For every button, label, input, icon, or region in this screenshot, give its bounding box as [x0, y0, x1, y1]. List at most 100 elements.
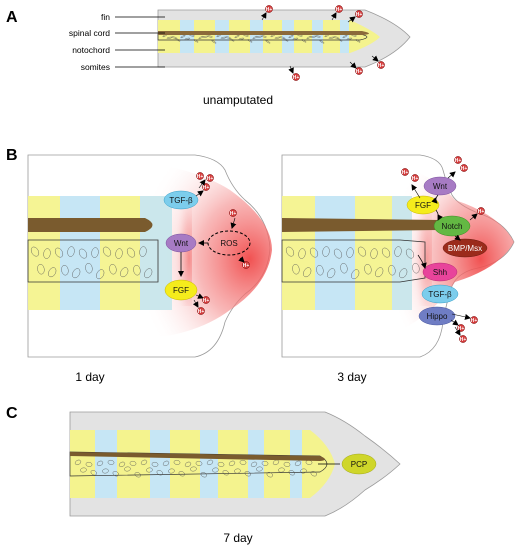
panel-b-letter: B	[6, 147, 18, 164]
fgf-oval-1	[164, 279, 198, 301]
label-spinal-cord: spinal cord	[69, 28, 110, 38]
somite-band	[180, 20, 194, 53]
notochord-cell	[272, 459, 280, 466]
notochord-cell	[107, 460, 115, 465]
notochord-cell	[102, 246, 112, 257]
notochord-cell	[346, 37, 353, 40]
tgfb-label-1: TGF-β	[169, 196, 193, 205]
notochord-cell	[346, 247, 354, 258]
notochord-cell	[102, 468, 109, 474]
h-ions-a	[260, 4, 386, 82]
notochord-cell	[175, 38, 181, 42]
caption-unamputated: unamputated	[203, 93, 273, 107]
notochord-cell	[200, 472, 207, 478]
notochord-cell	[234, 34, 240, 39]
notochord-cell	[109, 264, 117, 275]
notochord-cell	[285, 246, 295, 257]
notochord-cell	[301, 39, 307, 43]
notochord-cell	[168, 468, 175, 474]
notochord-cell	[228, 460, 236, 467]
notochord-cell	[91, 247, 99, 258]
notochord-cell	[180, 34, 186, 39]
fgf-label-3: FGF	[415, 201, 431, 210]
notochord-cells-1-day	[30, 246, 153, 280]
fin-1-day	[27, 154, 272, 358]
notochord-cell	[48, 267, 57, 278]
notochord-cell	[340, 263, 348, 274]
shh-label: Shh	[433, 268, 447, 277]
caption-3-day: 3 day	[337, 370, 366, 384]
notochord-cell	[315, 35, 321, 38]
notochord-cell	[342, 34, 348, 39]
notochord-cell	[206, 459, 214, 466]
caption-7-day: 7 day	[223, 531, 252, 545]
notochord-cell	[316, 265, 324, 276]
notochord-cell	[239, 460, 247, 465]
notochord-cell	[37, 264, 45, 275]
hippo-oval	[418, 306, 456, 326]
notochord-cell	[124, 466, 131, 472]
notch-label: Notch	[442, 222, 463, 231]
tgfb-oval-1	[163, 190, 199, 210]
panel-a: A fin spinal cord notochord somites	[6, 4, 411, 107]
notochord-cell	[337, 38, 343, 42]
somite-band	[282, 20, 294, 53]
notochord-cell	[217, 462, 225, 467]
notochord-cell	[278, 467, 285, 473]
signaling-3-day: Wnt FGF Notch BMP/Msx Shh TGF-β Hippo	[400, 155, 488, 344]
notochord-cell	[288, 34, 294, 39]
wnt-label-1: Wnt	[174, 239, 189, 248]
fgf-oval-3	[406, 195, 440, 215]
notochord-cells-3-day	[285, 246, 420, 280]
notochord-cell	[54, 247, 64, 258]
notochord-cell	[146, 467, 153, 473]
notochord-cells	[162, 33, 361, 44]
shh-oval	[422, 262, 458, 282]
notochord-cells-7-day	[74, 459, 317, 478]
notochord-cell	[190, 466, 197, 472]
notochord-cell	[43, 248, 51, 259]
notochord-cell	[327, 268, 336, 279]
hippo-label: Hippo	[427, 312, 448, 321]
notochord-cell	[120, 267, 129, 278]
notochord-cell	[173, 460, 181, 465]
notochord-cell	[375, 267, 384, 278]
notochord-cell	[303, 267, 312, 278]
notochord-cell	[256, 466, 263, 472]
panel-b: B TGF-β Wnt ROS FGF	[6, 147, 515, 384]
wnt-label-3: Wnt	[433, 182, 448, 191]
notochord-cell	[322, 246, 330, 257]
notochord-cell	[144, 268, 153, 279]
notochord-cell	[96, 460, 104, 467]
notochord-cell	[134, 472, 141, 478]
ros-label: ROS	[220, 239, 237, 248]
notochord-cell	[412, 263, 420, 274]
somite-band	[200, 430, 218, 498]
notochord-cell	[247, 39, 253, 43]
notochord-cell	[30, 246, 40, 257]
notochord-cell	[381, 247, 391, 258]
notochord-cell	[211, 40, 217, 44]
pcp-label: PCP	[351, 460, 367, 469]
notochord-cell	[405, 248, 415, 259]
notochord-cell	[195, 461, 203, 466]
notochord-cell	[72, 268, 81, 279]
notochord-cell	[140, 459, 148, 466]
bmp-msx-oval	[442, 238, 488, 258]
notochord-cell	[234, 468, 241, 474]
notochord-cell	[139, 246, 147, 257]
pcp-oval	[341, 453, 377, 475]
notochord-cell	[212, 467, 219, 473]
notochord-cell	[193, 39, 199, 43]
notochord-cell	[85, 462, 93, 467]
notochord-cell	[238, 37, 245, 40]
panel-a-letter: A	[6, 9, 18, 26]
wnt-oval-3	[423, 176, 457, 196]
somite-band	[150, 430, 170, 498]
notochord-cell	[129, 461, 137, 466]
fin-7-day	[69, 411, 401, 517]
notochord-cell	[96, 269, 105, 280]
somite-band	[340, 20, 349, 53]
notochord-cell	[292, 264, 300, 275]
